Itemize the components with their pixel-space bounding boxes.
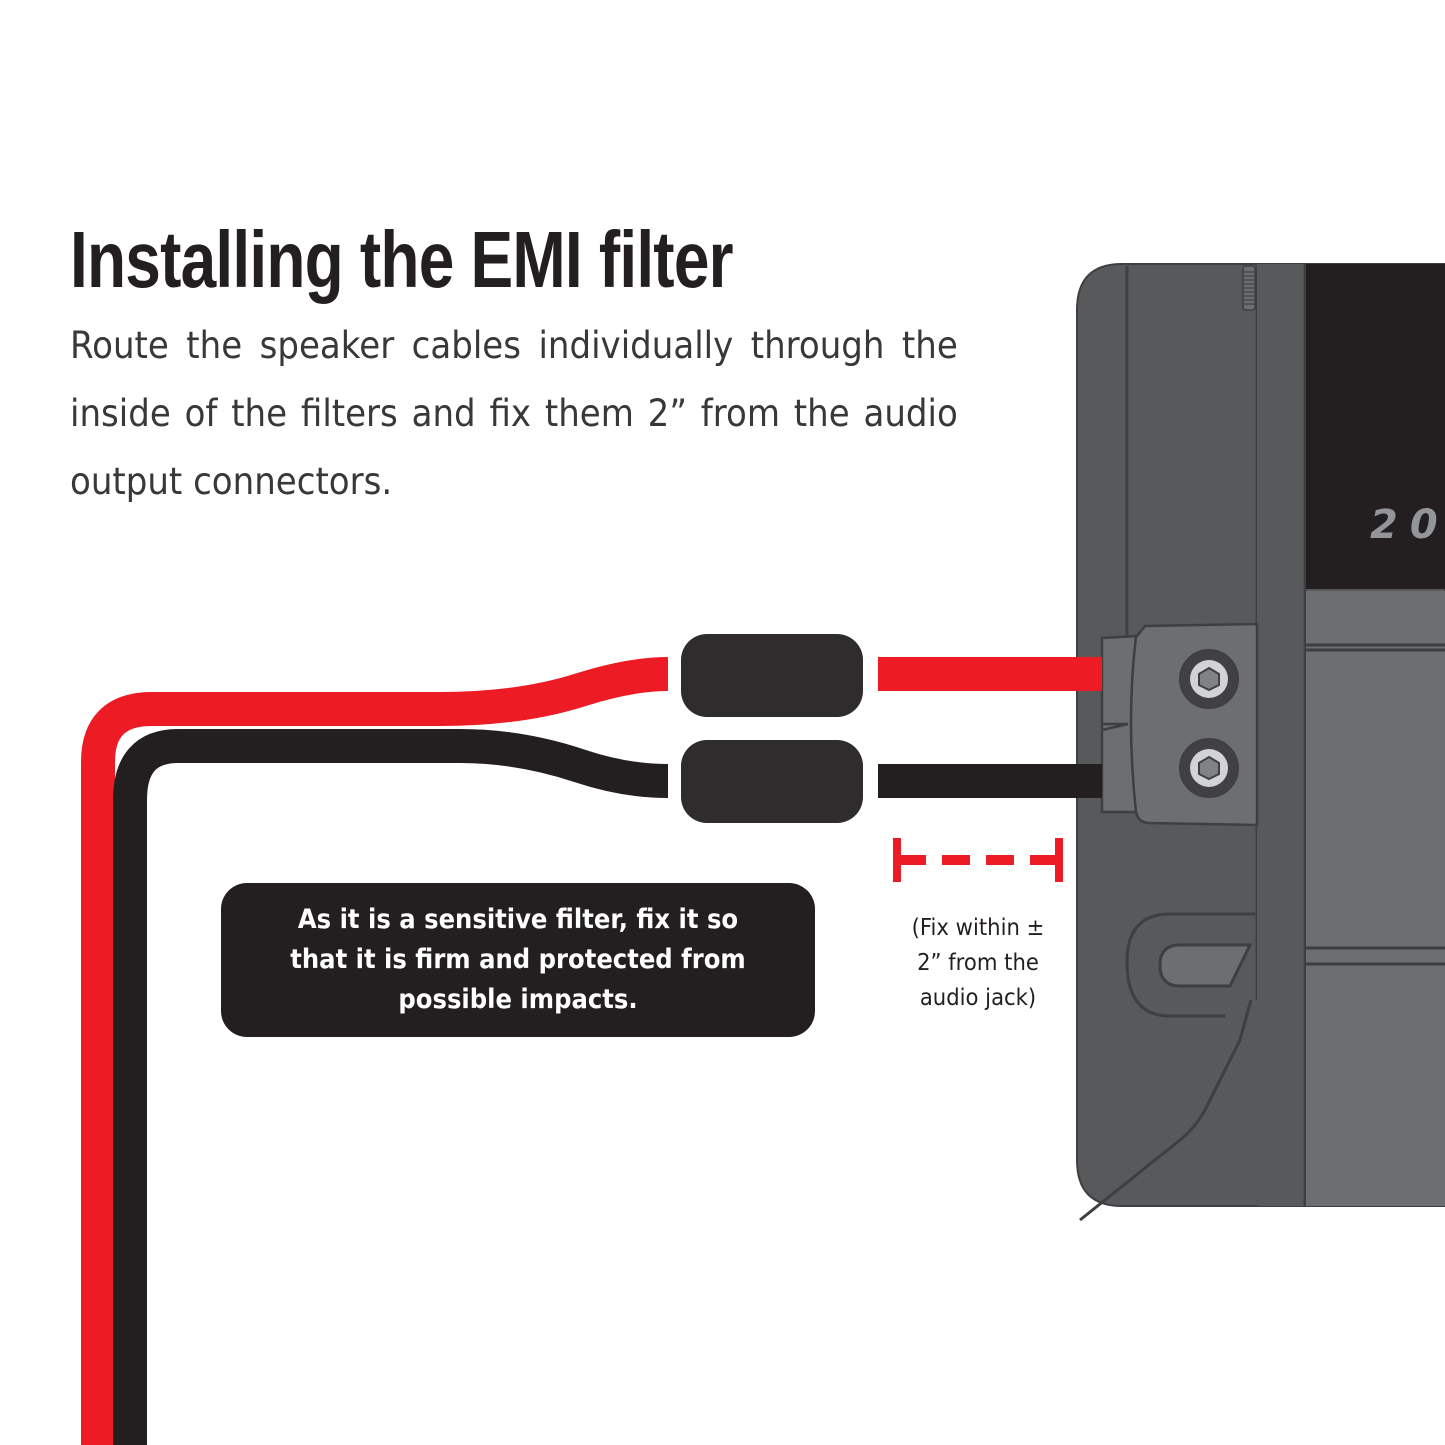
warning-callout: As it is a sensitive filter, fix it so t… xyxy=(221,883,815,1037)
distance-marker-icon xyxy=(893,838,1063,882)
callout-text: As it is a sensitive filter, fix it so t… xyxy=(290,904,746,1015)
amp-display-panel xyxy=(1306,264,1445,589)
negative-cable-to-terminal xyxy=(878,764,1102,798)
negative-speaker-cable xyxy=(113,729,669,1445)
amp-model-label: 200 xyxy=(1370,502,1445,548)
positive-cable-to-terminal xyxy=(878,657,1102,691)
positive-speaker-cable xyxy=(81,657,669,1445)
terminal-screw-positive-icon xyxy=(1179,649,1239,709)
emi-filter-positive xyxy=(681,634,863,717)
page-title: Installing the EMI filter xyxy=(70,215,734,304)
amp-rail xyxy=(1257,264,1305,1206)
instructions-text: Route the speaker cables individually th… xyxy=(70,324,958,503)
emi-filter-negative xyxy=(681,740,863,823)
mounting-bracket xyxy=(1079,999,1253,1222)
speaker-cables xyxy=(81,657,1102,1445)
amplifier xyxy=(1076,263,1445,1222)
distance-note: (Fix within ± 2” from the audio jack) xyxy=(911,915,1045,1011)
vent-grille-icon xyxy=(1242,265,1256,311)
mounting-slot-hole xyxy=(1158,943,1253,988)
terminal-screw-negative-icon xyxy=(1179,738,1239,798)
terminal-divider xyxy=(1101,635,1138,813)
amp-front-face xyxy=(1306,591,1445,1206)
